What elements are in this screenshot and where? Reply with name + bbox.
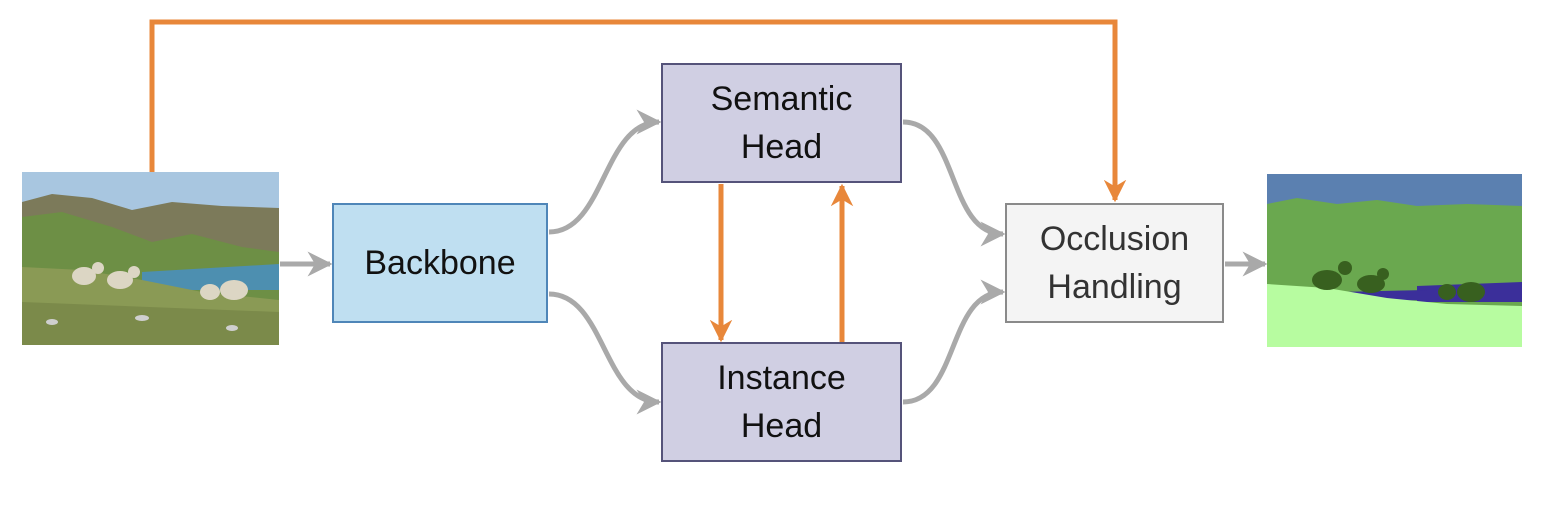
input-photo — [22, 172, 279, 345]
semantic-head-box: Semantic Head — [661, 63, 902, 183]
occlusion-handling-box: Occlusion Handling — [1005, 203, 1224, 323]
semantic-head-label: Semantic Head — [710, 80, 853, 166]
arrow-backbone-to-semantic — [548, 109, 662, 235]
output-segmentation — [1267, 174, 1522, 347]
arrow-input-skip-to-occlusion — [149, 19, 1127, 203]
arrow-backbone-to-instance — [548, 291, 662, 415]
arrow-instance-to-occlusion — [902, 279, 1006, 405]
backbone-box: Backbone — [332, 203, 548, 323]
occlusion-handling-label: Occlusion Handling — [1039, 220, 1190, 306]
instance-head-box: Instance Head — [661, 342, 902, 462]
arrow-semantic-to-occlusion — [902, 119, 1006, 247]
backbone-label: Backbone — [364, 244, 516, 282]
instance-head-label: Instance Head — [717, 359, 846, 445]
